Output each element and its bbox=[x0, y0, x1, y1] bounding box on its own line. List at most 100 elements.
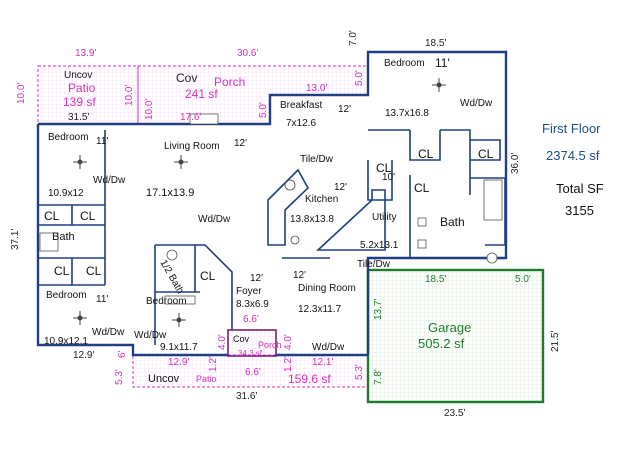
label-bedroom-ul-size: 10.9x12 bbox=[48, 188, 84, 199]
first-floor-value: 2374.5 sf bbox=[546, 148, 600, 163]
dim-bottom-6-6-a: 6.6' bbox=[243, 314, 259, 325]
label-bedroom-ll: Bedroom bbox=[46, 290, 87, 301]
label-bedroom-ll-ceiling: 11' bbox=[96, 294, 108, 305]
kitchen-counter bbox=[267, 168, 309, 246]
closet-label: CL bbox=[86, 264, 102, 278]
dim-bottom-4-0-b: 4.0' bbox=[283, 334, 294, 350]
label-kitchen-size: 13.8x13.8 bbox=[290, 214, 334, 225]
dim-porch-17-6: 17.6' bbox=[180, 112, 201, 123]
label-kitchen-ceiling: 12' bbox=[334, 182, 347, 193]
label-bedroom-mid: Bedroom bbox=[146, 296, 187, 307]
label-utility: Utility bbox=[372, 212, 396, 223]
wall-bath-right bbox=[470, 139, 506, 246]
sink-bath-left bbox=[39, 232, 59, 252]
dim-bottom-12-9-b: 12.9' bbox=[168, 357, 189, 368]
label-living-size: 17.1x13.9 bbox=[146, 187, 194, 199]
dim-porch-5-0-low: 5.0' bbox=[258, 102, 269, 118]
dim-bottom-1-2-b: 1.2' bbox=[283, 356, 294, 372]
label-uncov-patio-line1: Uncov bbox=[64, 70, 92, 81]
dim-garage-23-5: 23.5' bbox=[444, 408, 465, 419]
dim-patio-31-5: 31.5' bbox=[68, 112, 89, 123]
dim-bottom-4-0-a: 4.0' bbox=[217, 334, 228, 350]
closet-label: CL bbox=[478, 147, 494, 161]
dim-garage-7-8: 7.8' bbox=[373, 369, 384, 385]
dim-garage-13-7: 13.7' bbox=[373, 299, 384, 320]
label-bedroom-tr-size: 13.7x16.8 bbox=[385, 108, 429, 119]
dim-left-37-1: 37.1' bbox=[10, 229, 21, 250]
label-dining-note: Wd/Dw bbox=[312, 342, 345, 353]
utility-appliance-1 bbox=[417, 217, 427, 227]
first-floor-label: First Floor bbox=[542, 121, 601, 136]
label-cov-porch-small-area: 34.3 sf bbox=[238, 349, 263, 358]
dim-top-7-0: 7.0' bbox=[348, 30, 359, 46]
closet-label: CL bbox=[44, 209, 60, 223]
label-bedroom-ul-note: Wd/Dw bbox=[93, 175, 126, 186]
dim-bottom-31-6: 31.6' bbox=[236, 391, 257, 402]
garage bbox=[366, 268, 545, 404]
dim-patio-mid-10: 10.0' bbox=[124, 85, 135, 106]
dim-bottom-1-2-a: 1.2' bbox=[208, 356, 219, 372]
label-breakfast: Breakfast bbox=[280, 100, 322, 111]
fireplace bbox=[189, 113, 219, 125]
label-living: Living Room bbox=[164, 141, 220, 152]
wall-mid-bedroom bbox=[154, 244, 233, 345]
label-bedroom-tr-note: Wd/Dw bbox=[460, 98, 493, 109]
closet-label: CL bbox=[418, 147, 434, 161]
wall-bedroom-tr bbox=[368, 129, 471, 195]
label-cov-porch-line2: Porch bbox=[214, 75, 245, 89]
total-sf-value: 3155 bbox=[565, 203, 594, 218]
dim-top-13-9: 13.9' bbox=[75, 48, 96, 59]
label-garage-area: 505.2 sf bbox=[418, 336, 465, 351]
label-cov-porch-line1: Cov bbox=[176, 71, 197, 85]
dim-garage-21-5: 21.5' bbox=[550, 331, 561, 352]
dim-top-18-5: 18.5' bbox=[425, 38, 446, 49]
ceiling-fan-icon bbox=[73, 78, 446, 327]
closet-labels: CL CL CL CL CL CL CL CL CL bbox=[44, 147, 494, 283]
dim-garage-5-0: 5.0' bbox=[515, 274, 531, 285]
label-uncov-patio-area: 139 sf bbox=[63, 95, 96, 109]
label-bedroom-ul-ceiling: 11' bbox=[96, 136, 108, 147]
dim-patio-left-10: 10.0' bbox=[16, 83, 27, 104]
utility-appliance-2 bbox=[417, 239, 427, 249]
dim-bottom-6-6-b: 6.6' bbox=[245, 367, 261, 378]
dim-bottom-5-3-left: 5.3' bbox=[114, 369, 125, 385]
toilet-right bbox=[486, 252, 498, 264]
kitchen-sink-icon bbox=[284, 179, 296, 191]
closet-label: CL bbox=[80, 209, 96, 223]
label-bedroom-ul: Bedroom bbox=[48, 132, 89, 143]
label-utility-note: Tile/Dw bbox=[357, 259, 391, 270]
cooktop-icon bbox=[290, 235, 300, 245]
label-cov-porch-small-line2: Porch bbox=[258, 340, 282, 350]
vanity-half-bath bbox=[164, 295, 196, 305]
closet-label: CL bbox=[376, 161, 392, 175]
label-garage: Garage bbox=[428, 320, 471, 335]
dim-bottom-12-9: 12.9' bbox=[73, 350, 94, 361]
label-uncov-patio-bottom-line1: Uncov bbox=[148, 373, 180, 385]
dim-garage-18-5: 18.5' bbox=[425, 274, 446, 285]
label-kitchen-note: Tile/Dw bbox=[300, 154, 334, 165]
wall-utility bbox=[367, 130, 441, 259]
dim-bottom-6: 6' bbox=[117, 350, 128, 358]
label-kitchen: Kitchen bbox=[305, 194, 338, 205]
total-sf-label: Total SF bbox=[556, 181, 604, 196]
label-breakfast-size: 7x12.6 bbox=[286, 118, 316, 129]
label-uncov-patio-bottom-area: 159.6 sf bbox=[288, 372, 331, 386]
label-bedroom-tr-ceiling: 11' bbox=[435, 56, 450, 70]
closet-label: CL bbox=[414, 181, 430, 195]
label-cov-porch-area: 241 sf bbox=[185, 87, 218, 101]
dim-porch-13-0: 13.0' bbox=[306, 83, 327, 94]
label-uncov-patio-bottom-line2: Patio bbox=[196, 374, 217, 384]
label-bath-left: Bath bbox=[52, 231, 75, 243]
label-cov-porch-small-line1: Cov bbox=[233, 334, 250, 344]
label-breakfast-ceiling: 12' bbox=[338, 104, 351, 115]
tub-right bbox=[483, 179, 503, 221]
label-dining: Dining Room bbox=[298, 283, 356, 294]
closet-label: CL bbox=[54, 264, 70, 278]
wall-left-wing bbox=[38, 130, 106, 286]
label-utility-ceiling: 10' bbox=[382, 172, 395, 183]
label-bedroom-ll-size: 10.9x12.1 bbox=[44, 336, 88, 347]
label-bedroom-tr: Bedroom bbox=[384, 58, 425, 69]
label-bedroom-ll-note: Wd/Dw bbox=[92, 327, 125, 338]
label-living-ceiling: 12' bbox=[234, 138, 247, 149]
